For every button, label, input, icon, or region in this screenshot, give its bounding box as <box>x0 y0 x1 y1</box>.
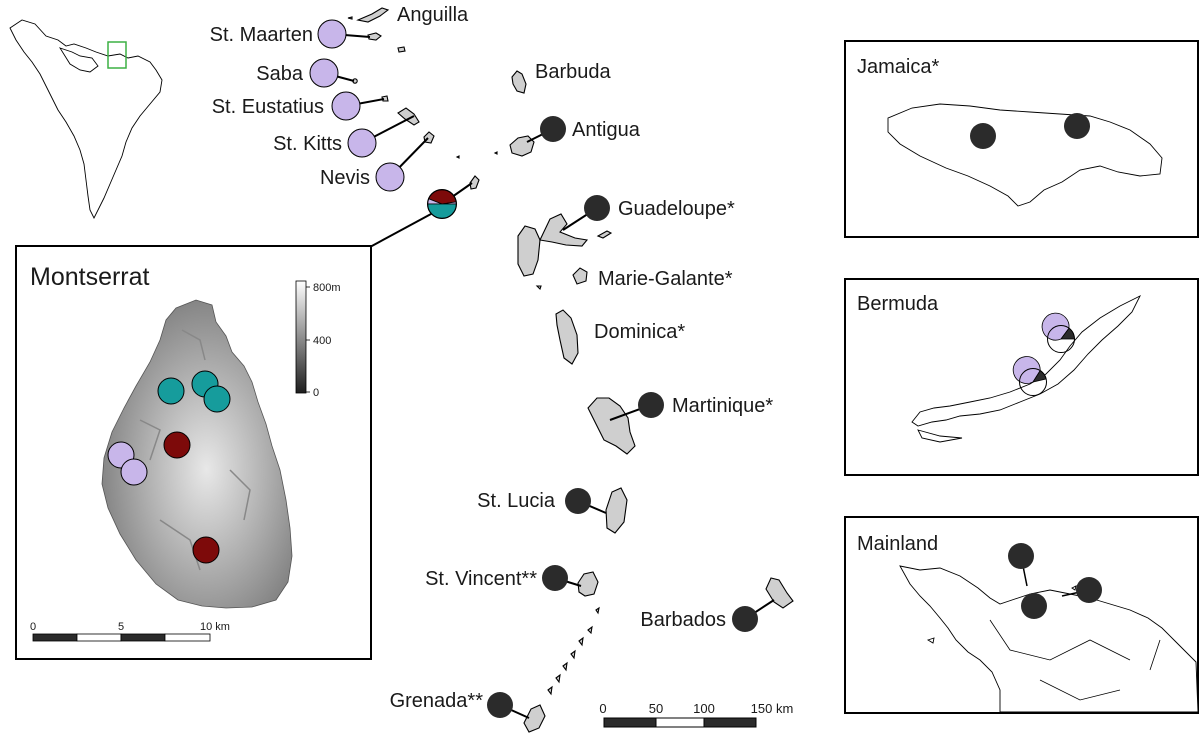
dominica-shape <box>555 309 579 365</box>
marker-nevis <box>375 162 405 192</box>
elevation-tick-400: 400 <box>313 335 331 347</box>
bermuda-shape <box>911 294 1142 427</box>
anguilla-shape <box>356 7 390 23</box>
label-barbados: Barbados <box>640 609 726 631</box>
montserrat-overview-pie <box>427 189 458 220</box>
island-markers <box>309 19 758 718</box>
bermuda-inset: Bermuda <box>844 278 1199 476</box>
marker-saba <box>309 58 339 88</box>
marker-st-maarten <box>317 19 347 49</box>
montserrat-site-red-2 <box>192 536 220 564</box>
elevation-tick-0: 0 <box>313 387 319 399</box>
mainland-inset: Mainland <box>844 516 1199 714</box>
elevation-legend-bar <box>295 280 307 394</box>
montserrat-site-lavender-2 <box>120 458 148 486</box>
jamaica-inset: Jamaica* <box>844 40 1199 238</box>
st-kitts-shape <box>397 107 420 126</box>
label-barbuda: Barbuda <box>535 61 611 83</box>
mainland-title: Mainland <box>857 533 938 555</box>
st-maarten-shape <box>367 32 382 41</box>
locator-highlight-box <box>107 41 127 69</box>
montserrat-site-red-1 <box>163 431 191 459</box>
main-scale-tick-100: 100 <box>693 701 715 716</box>
marie-galante-shape <box>572 267 588 285</box>
marker-st-lucia <box>565 488 591 514</box>
label-guadeloupe: Guadeloupe* <box>618 198 735 220</box>
label-saba: Saba <box>256 63 304 85</box>
island-shapes <box>347 7 794 733</box>
antigua-shape <box>509 135 535 157</box>
main-scale-tick-50: 50 <box>649 701 663 716</box>
grenada-shape <box>523 704 546 733</box>
mainland-point-2 <box>1021 593 1047 619</box>
label-martinique: Martinique* <box>672 395 773 417</box>
label-nevis: Nevis <box>320 167 370 189</box>
locator-map <box>9 19 163 220</box>
pie-slice-teal <box>427 203 457 219</box>
main-scale-tick-150: 150 km <box>751 701 794 716</box>
label-antigua: Antigua <box>572 119 641 141</box>
montserrat-scale-tick-0: 0 <box>30 621 36 633</box>
label-st-maarten: St. Maarten <box>210 24 313 46</box>
label-st-kitts: St. Kitts <box>273 133 342 155</box>
label-st-lucia: St. Lucia <box>477 490 556 512</box>
elevation-tick-800: 800m <box>313 282 341 294</box>
montserrat-site-teal-1 <box>157 377 185 405</box>
label-marie-galante: Marie-Galante* <box>598 268 733 290</box>
main-scale-bar: 0 50 100 150 km <box>599 701 794 728</box>
guadeloupe-shape <box>517 225 541 277</box>
montserrat-scale-tick-5: 5 <box>118 621 124 633</box>
mainland-point-3 <box>1076 577 1102 603</box>
jamaica-point-1 <box>970 123 996 149</box>
marker-st-eustatius <box>331 91 361 121</box>
montserrat-relief <box>101 299 293 609</box>
barbados-shape <box>765 577 794 609</box>
label-anguilla: Anguilla <box>397 4 469 26</box>
marker-guadeloupe <box>584 195 610 221</box>
label-st-vincent: St. Vincent** <box>425 568 537 590</box>
montserrat-title: Montserrat <box>30 263 150 291</box>
barbuda-shape <box>511 70 527 94</box>
marker-martinique <box>638 392 664 418</box>
mainland-coast <box>899 565 1199 713</box>
mainland-point-1 <box>1008 543 1034 569</box>
marker-st-vincent <box>542 565 568 591</box>
bermuda-pie-1 <box>1041 312 1075 353</box>
label-grenada: Grenada** <box>390 690 484 712</box>
main-scale-tick-0: 0 <box>599 701 606 716</box>
marker-barbados <box>732 606 758 632</box>
st-lucia-shape <box>605 487 628 534</box>
bermuda-pie-2 <box>1012 356 1047 396</box>
st-vincent-shape <box>577 571 599 597</box>
label-dominica: Dominica* <box>594 321 685 343</box>
jamaica-title: Jamaica* <box>857 56 939 78</box>
jamaica-shape <box>887 103 1163 207</box>
montserrat-site-teal-3 <box>203 385 231 413</box>
montserrat-inset: Montserrat 800m 400 0 0 5 10 km <box>15 245 372 660</box>
label-st-eustatius: St. Eustatius <box>212 96 324 118</box>
jamaica-point-2 <box>1064 113 1090 139</box>
martinique-shape <box>587 397 636 455</box>
marker-antigua <box>540 116 566 142</box>
bermuda-title: Bermuda <box>857 293 939 315</box>
island-labels: Anguilla St. Maarten Saba St. Eustatius … <box>210 4 774 712</box>
marker-grenada <box>487 692 513 718</box>
marker-st-kitts <box>347 128 377 158</box>
montserrat-scale-tick-10: 10 km <box>200 621 230 633</box>
